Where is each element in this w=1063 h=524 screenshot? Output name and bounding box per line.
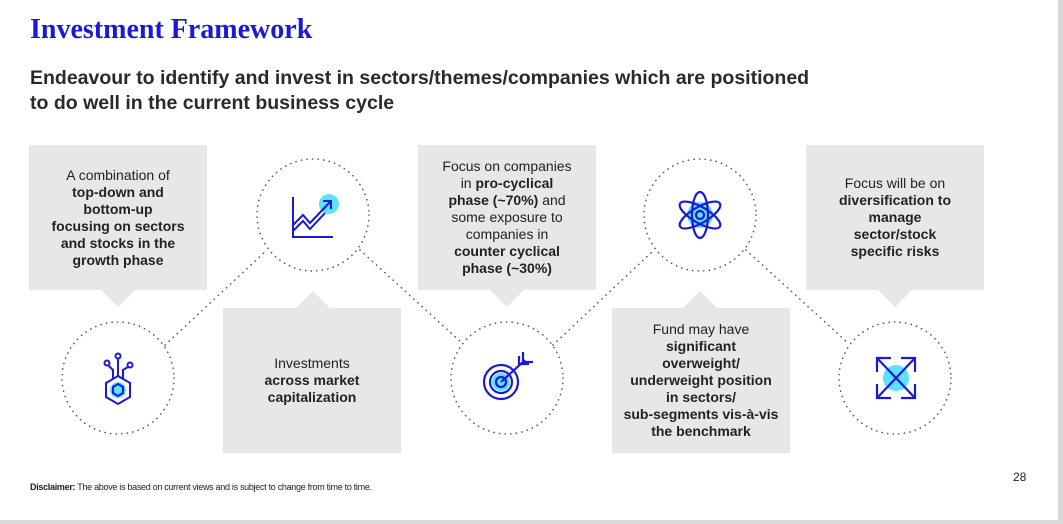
box-text-line: and stocks in the [61, 235, 175, 252]
circuit-hexagon-icon [103, 352, 134, 406]
box-text-line: Fund may have [653, 321, 750, 338]
box-text-line: growth phase [72, 252, 163, 269]
connector-4-5 [745, 249, 849, 344]
subtitle-line-1: Endeavour to identify and invest in sect… [30, 67, 810, 89]
box-text-line: capitalization [268, 389, 357, 406]
regular-text: A combination of [66, 166, 170, 183]
box-text-line: overweight/ [662, 355, 740, 372]
page-subtitle: Endeavour to identify and invest in sect… [30, 66, 850, 116]
box-text-line: A combination of [66, 167, 170, 184]
box-text-line: companies in [466, 226, 549, 243]
bold-text: counter cyclical [454, 243, 560, 259]
regular-text: Focus on companies [442, 158, 572, 174]
bold-text: diversification to [838, 192, 952, 208]
bold-text: phase (~70%) [448, 192, 539, 208]
bottom-edge-divider [0, 520, 1063, 524]
box-text-line: Focus will be on [845, 175, 945, 192]
bold-text: specific risks [850, 243, 940, 259]
page-number: 28 [1013, 470, 1027, 484]
box-text-line: bottom-up [83, 201, 152, 218]
bold-text: pro-cyclical [475, 175, 554, 191]
connector-1-2 [164, 249, 268, 346]
regular-text: Focus will be on [844, 175, 946, 191]
circle-step-1 [61, 321, 175, 435]
box-pointer [878, 290, 912, 307]
bold-text: in sectors/ [665, 389, 737, 405]
box-pointer [683, 291, 717, 308]
bold-text: sub-segments vis-à-vis [623, 406, 779, 422]
box-text-line: Investments [274, 355, 349, 372]
box-text-line: in sectors/ [666, 389, 736, 406]
box-pointer [296, 291, 330, 308]
box-text-line: some exposure to [451, 209, 562, 226]
bold-text: top-down and [72, 183, 164, 200]
connector-2-3 [359, 249, 463, 344]
box-text-line: significant [666, 338, 736, 355]
box-text-line: counter cyclical [454, 243, 560, 260]
disclaimer-text: The above is based on current views and … [75, 482, 372, 492]
regular-text: some exposure to [451, 209, 563, 225]
regular-text: Investments [274, 355, 350, 371]
subtitle-line-2: to do well in the current business cycle [30, 92, 395, 114]
bold-text: capitalization [267, 389, 357, 405]
circle-step-5 [838, 321, 952, 435]
bold-text: phase (~30%) [462, 260, 552, 276]
connector-3-4 [552, 249, 655, 346]
regular-text: companies in [465, 226, 549, 242]
expand-arrows-icon [875, 356, 917, 400]
box-text-line: focusing on sectors [51, 218, 184, 235]
regular-text: and [538, 192, 566, 208]
circle-step-3 [450, 321, 564, 435]
circle-step-4 [643, 158, 757, 272]
bold-text: underweight position [630, 372, 772, 388]
bold-text: manage [868, 209, 922, 225]
growth-chart-icon [292, 194, 339, 238]
box-text-line: top-down and [72, 184, 164, 201]
right-edge-divider [1058, 0, 1063, 524]
bold-text: the benchmark [651, 423, 751, 439]
disclaimer: Disclaimer: The above is based on curren… [30, 482, 372, 492]
bold-text: focusing on sectors [51, 217, 185, 234]
bold-text: across market [264, 372, 360, 388]
box-text-line: underweight position [630, 372, 772, 389]
bold-text: bottom-up [83, 200, 153, 217]
target-arrow-icon [482, 352, 533, 401]
box-text-line: diversification to [839, 192, 951, 209]
box-pointer [101, 290, 135, 307]
bold-text: growth phase [72, 251, 164, 268]
bold-text: significant [665, 338, 736, 354]
page-title: Investment Framework [30, 14, 313, 45]
atom-icon [678, 190, 722, 240]
bold-text: sector/stock [853, 226, 937, 242]
bold-text: overweight/ [662, 355, 740, 371]
box-text-line: across market [265, 372, 360, 389]
box-text-line: manage [869, 209, 922, 226]
box-text-line: phase (~30%) [462, 260, 552, 277]
box-pointer [490, 290, 524, 307]
regular-text: in [460, 175, 476, 191]
box-text-line: specific risks [851, 243, 940, 260]
box-text-line: in pro-cyclical [461, 175, 554, 192]
box-text-line: sub-segments vis-à-vis [624, 406, 779, 423]
box-text-line: phase (~70%) and [448, 192, 565, 209]
box-text-line: sector/stock [854, 226, 936, 243]
box-text-line: the benchmark [651, 423, 751, 440]
circle-step-2 [256, 158, 370, 272]
bold-text: and stocks in the [60, 234, 176, 251]
regular-text: Fund may have [652, 321, 750, 337]
disclaimer-label: Disclaimer: [30, 482, 76, 492]
box-text-line: Focus on companies [442, 158, 571, 175]
